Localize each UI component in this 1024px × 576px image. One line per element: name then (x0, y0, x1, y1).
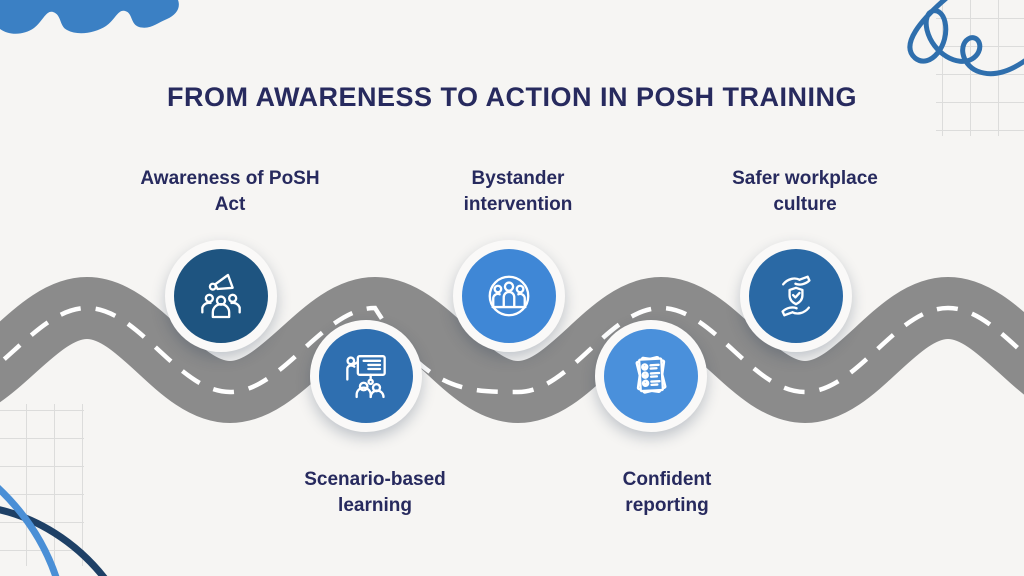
milestone-label-reporting: Confident reporting (557, 467, 777, 519)
label-line: culture (773, 194, 837, 215)
arc-light-blue (0, 484, 60, 576)
people-group-circle-icon (488, 275, 530, 317)
megaphone-audience-icon (201, 273, 241, 319)
milestone-circle-scenario-learning (310, 320, 422, 432)
label-line: Scenario-based (304, 469, 446, 490)
milestone-circle-bystander (453, 240, 565, 352)
blob-decoration (0, 0, 179, 34)
milestone-circle-reporting (595, 320, 707, 432)
label-line: intervention (463, 194, 573, 215)
label-line: Act (214, 194, 246, 215)
page-title: FROM AWARENESS TO ACTION IN POSH TRAININ… (166, 82, 858, 112)
label-line: Confident (622, 469, 712, 490)
arc-dark-navy (0, 506, 108, 576)
milestone-label-awareness: Awareness of PoSH Act (120, 166, 340, 218)
label-line: Awareness of PoSH (140, 168, 320, 189)
hands-shield-icon (781, 275, 811, 317)
road-center-dashes (0, 305, 1024, 395)
squiggle-icon (907, 0, 1024, 77)
milestone-circle-safe-culture (740, 240, 852, 352)
label-line: Bystander (471, 168, 565, 189)
checklist-report-icon (635, 355, 667, 394)
milestone-circle-awareness (165, 240, 277, 352)
label-line: learning (338, 495, 412, 516)
milestone-label-safe-culture: Safer workplace culture (695, 166, 915, 218)
milestone-label-scenario-learning: Scenario-based learning (265, 467, 485, 519)
presenter-whiteboard-icon (346, 355, 386, 399)
milestone-label-bystander: Bystander intervention (408, 166, 628, 218)
label-line: Safer workplace (732, 168, 878, 189)
label-line: reporting (625, 495, 709, 516)
